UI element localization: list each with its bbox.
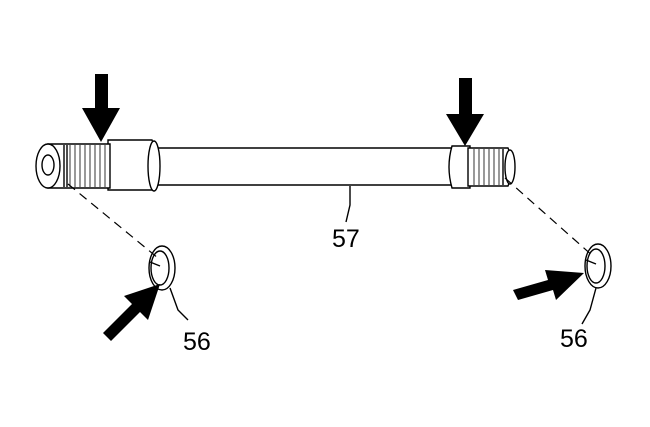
arrow-ring-right-icon bbox=[513, 270, 584, 300]
arrow-ring-left-icon bbox=[103, 284, 160, 341]
retaining-ring-left bbox=[148, 245, 176, 291]
center-hole bbox=[41, 154, 55, 176]
retaining-ring-right bbox=[584, 243, 612, 289]
assembly-line-right bbox=[504, 177, 595, 258]
assembly-line-left bbox=[67, 183, 159, 259]
callout-57: 57 bbox=[332, 225, 360, 253]
callout-56-right: 56 bbox=[560, 325, 588, 353]
leader-line-57 bbox=[345, 186, 351, 223]
shaft-body bbox=[149, 147, 462, 186]
leader-line-56-right bbox=[581, 287, 597, 325]
axle-shaft bbox=[35, 139, 516, 192]
callout-56-left: 56 bbox=[183, 328, 211, 356]
right-spline-teeth bbox=[473, 149, 500, 185]
shaft-right-shoulder bbox=[448, 145, 471, 189]
arrow-down-right-icon bbox=[446, 78, 484, 146]
shoulder-face bbox=[147, 140, 161, 192]
arrow-down-left-icon bbox=[82, 74, 120, 142]
shaft-right-end-face bbox=[504, 149, 516, 185]
leader-line-56-left bbox=[169, 287, 189, 321]
left-spline-teeth bbox=[69, 145, 106, 187]
